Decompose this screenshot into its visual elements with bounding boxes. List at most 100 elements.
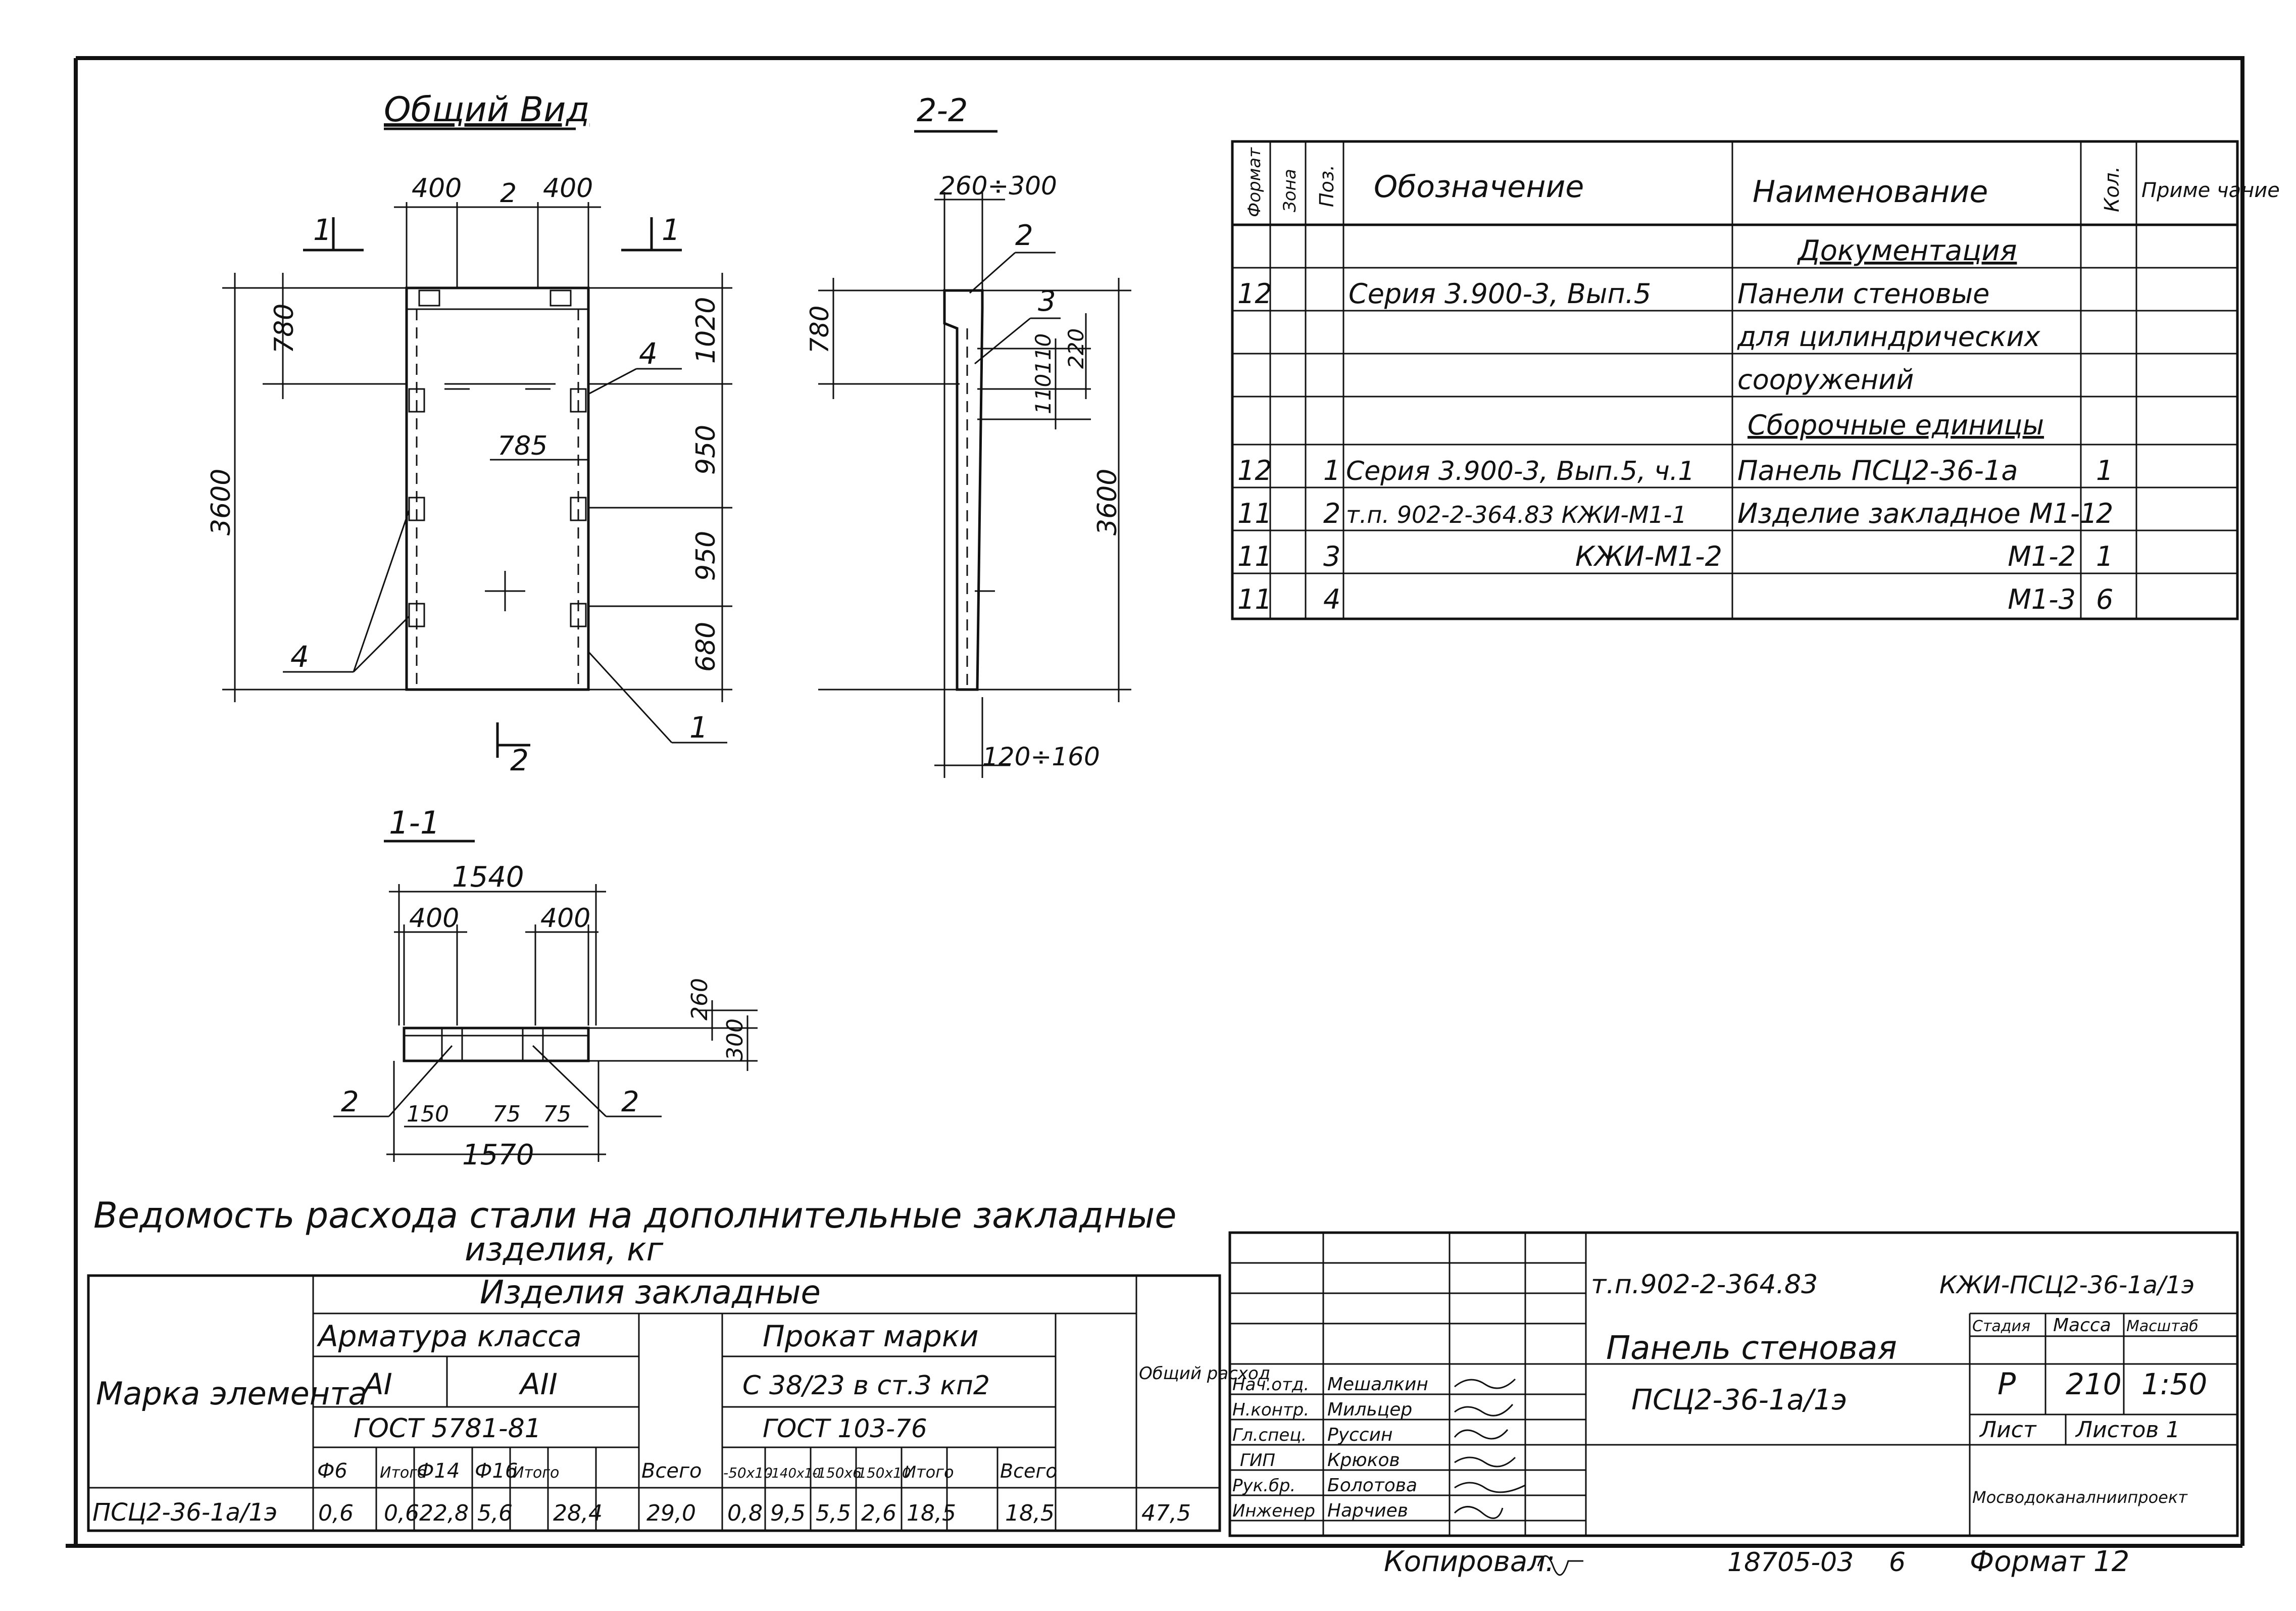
spec-header-zone: Зона [1280,169,1300,212]
spec-row-designation: Серия 3.900-3, Вып.5 [1349,278,1651,310]
steel-val: 0,8 [727,1500,763,1526]
dim-h-top: 780 [269,304,300,354]
spec-row-name: Изделие закладное М1-1 [1737,498,2098,529]
steel-val: 5,5 [816,1500,851,1526]
spec-header-designation: Обозначение [1374,169,1584,205]
s11-callout-2b: 2 [621,1086,639,1118]
steel-sub: Ф16 [475,1459,518,1483]
spec-row-qty: 1 [2096,455,2113,486]
steel-grade: С 38/23 в ст.3 кп2 [742,1371,990,1401]
title-block: т.п.902-2-364.83 КЖИ-ПСЦ2-36-1а/1э Панел… [1228,1231,2239,1537]
steel-gost1: ГОСТ 5781-81 [354,1413,541,1444]
general-view: Общий Вид 1 1 2 [206,90,732,777]
steel-val: 0,6 [318,1500,354,1526]
section-2-2: 2-2 260÷300 780 3600 110 220 110 2 3 1 [805,92,1131,778]
steel-group: Изделия закладные [480,1274,821,1311]
spec-header-pos: Поз. [1316,165,1338,207]
spec-row-pos: 4 [1323,583,1340,615]
dim-mid: 785 [497,431,547,461]
s11-b75b: 75 [543,1101,571,1127]
steel-val: 9,5 [770,1500,806,1526]
steel-sub: Итого [380,1464,426,1482]
s22-bottom: 120÷160 [982,742,1100,771]
steel-sub: Ф6 [317,1459,347,1483]
s11-w-left: 400 [409,903,459,934]
s11-w-total: 1540 [452,861,524,894]
tb-sheets: Листов 1 [2075,1417,2180,1443]
cut-mark-right: 1 [662,213,680,247]
s22-callout-3: 3 [1038,285,1056,318]
s22-d110b: 110 [1031,374,1056,414]
s11-b-total: 1570 [462,1139,534,1171]
s11-h260: 260 [687,978,713,1020]
s11-b75a: 75 [492,1101,521,1127]
s22-top: 260÷300 [939,171,1057,201]
steel-a1: АI [362,1367,392,1401]
tb-scale: 1:50 [2141,1367,2207,1401]
s11-h300: 300 [722,1018,748,1061]
steel-title-1: Ведомость расхода стали на дополнительны… [93,1195,1176,1236]
spec-row-name: Панель ПСЦ2-36-1а [1737,455,2018,486]
s22-callout-2: 2 [1015,219,1033,252]
tb-role: Гл.спец. [1232,1425,1307,1445]
spec-row-name: Сборочные единицы [1748,409,2044,441]
spec-row-name: для цилиндрических [1737,321,2041,353]
spec-row-name: сооружений [1737,364,1914,396]
dim-r3: 950 [691,531,721,581]
spec-row-designation: КЖИ-М1-2 [1575,541,1722,572]
general-view-title: Общий Вид [384,90,589,130]
spec-row-format: 11 [1237,583,1272,615]
spec-header-format: Формат [1244,147,1265,217]
callout-4a: 4 [639,336,658,371]
spec-table: Формат Зона Поз. Обозначение Наименовани… [1231,140,2280,620]
section-mark: 2 [510,743,529,777]
spec-header-note: Приме чание [2141,179,2280,202]
tb-mass-h: Масса [2053,1315,2111,1336]
spec-header-qty: Кол. [2101,166,2124,212]
steel-sub: Итого [513,1464,559,1482]
spec-row-designation: Серия 3.900-3, Вып.5, ч.1 [1346,456,1694,486]
spec-header-name: Наименование [1753,174,1988,210]
spec-row-qty: 1 [2096,541,2113,572]
stamp-sheet-no: 6 [1889,1547,1906,1578]
steel-mark-header: Марка элемента [96,1375,367,1412]
steel-sub: Итого [904,1462,954,1482]
steel-sub: -140х10 [767,1466,821,1481]
spec-row-name: Документация [1796,234,2017,267]
steel-prokat: Прокат марки [763,1319,979,1353]
tb-role-name: Мешалкин [1327,1374,1428,1395]
s11-b150: 150 [407,1101,449,1127]
callout-4b: 4 [290,640,309,674]
steel-row-mark: ПСЦ2-36-1а/1э [92,1498,277,1527]
steel-val: 47,5 [1141,1500,1191,1526]
steel-gost2: ГОСТ 103-76 [763,1414,927,1443]
section-2-2-title: 2-2 [917,92,968,129]
tb-mass: 210 [2066,1367,2122,1401]
steel-sub: 150х10 [858,1464,911,1481]
tb-org: Мосводоканалниипроект [1972,1488,2188,1507]
copied-label: Копировал: [1384,1545,1555,1578]
signatures [1454,1378,1526,1519]
tb-code: т.п.902-2-364.83 [1591,1270,1818,1300]
spec-row-qty: 6 [2096,583,2113,615]
section-1-1: 1-1 1540 400 400 260 300 1570 150 75 75 [333,804,758,1171]
steel-sub: Всего [641,1459,702,1483]
tb-role-name: Руссин [1327,1425,1393,1445]
dim-r2: 950 [691,425,721,475]
steel-table: Ведомость расхода стали на дополнительны… [87,1195,1270,1532]
tb-role-name: Крюков [1327,1450,1400,1471]
tb-role: ГИП [1240,1450,1275,1471]
s11-w-right: 400 [540,903,590,934]
steel-title-2: изделия, кг [465,1231,664,1268]
spec-row-format: 11 [1237,498,1272,529]
steel-val: 28,4 [553,1500,603,1526]
steel-sub: -50х10 [723,1464,773,1481]
s22-h-top: 780 [805,306,834,354]
spec-row-designation: т.п. 902-2-364.83 КЖИ-М1-1 [1346,501,1687,528]
tb-role: Н.контр. [1232,1400,1309,1420]
tb-name1: Панель стеновая [1606,1330,1897,1367]
spec-row-qty: 2 [2096,498,2113,529]
tb-role: Инженер [1232,1501,1315,1521]
stamp-num: 18705-03 [1727,1547,1854,1578]
callout-1: 1 [689,710,708,745]
